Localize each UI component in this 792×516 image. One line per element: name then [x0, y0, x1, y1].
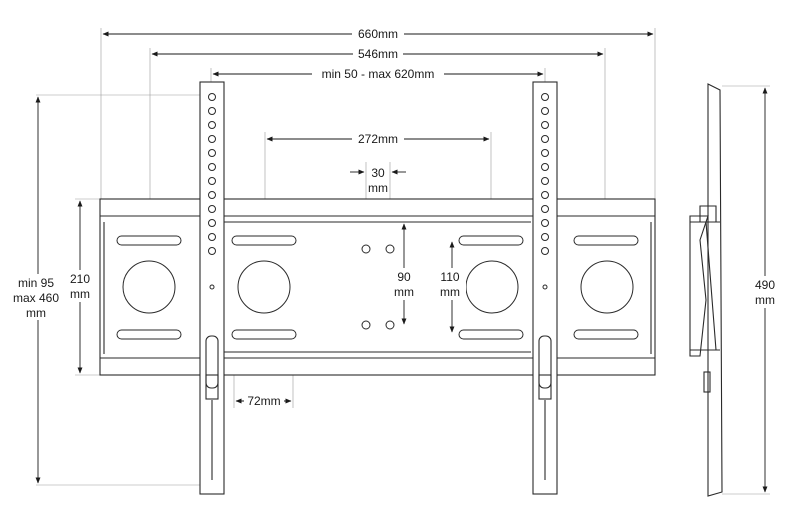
- arm-adjustment-hole: [208, 163, 216, 171]
- arm-adjustment-hole: [541, 205, 549, 213]
- plate-height-unit: mm: [70, 287, 90, 301]
- arm-adjustment-hole: [541, 191, 549, 199]
- arm-adjustment-hole: [541, 149, 549, 157]
- arm-adjustment-hole: [208, 247, 216, 255]
- arm-adjustment-hole: [541, 93, 549, 101]
- arm-height-max-label: max 460: [13, 291, 59, 305]
- plate-circles: [122, 260, 634, 314]
- hole-gap-30-label: 30: [371, 166, 385, 180]
- extension-lines: [36, 28, 770, 495]
- arm-adjustment-hole: [208, 219, 216, 227]
- arm-adjustment-hole: [208, 233, 216, 241]
- arm-adjustment-hole: [208, 149, 216, 157]
- arm-adjustment-hole: [541, 233, 549, 241]
- hole-gap-90-unit: mm: [394, 285, 414, 299]
- arm-adjustment-hole: [208, 93, 216, 101]
- arm-adjustment-hole: [541, 219, 549, 227]
- arm-adjustment-hole: [541, 163, 549, 171]
- arm-adjustment-hole: [541, 247, 549, 255]
- arm-adjustment-hole: [208, 191, 216, 199]
- slot-length-label: 72mm: [247, 394, 280, 408]
- arm-adjustment-hole: [541, 177, 549, 185]
- hole-spacing-272-label: 272mm: [358, 132, 398, 146]
- hole-gap-90-label: 90: [397, 270, 411, 284]
- arm-width-label: 546mm: [358, 47, 398, 61]
- side-height-unit: mm: [755, 293, 775, 307]
- arm-spacing-label: min 50 - max 620mm: [322, 67, 435, 81]
- arm-adjustment-hole: [541, 135, 549, 143]
- right-arm: [532, 81, 558, 495]
- overall-width-label: 660mm: [358, 27, 398, 41]
- hole-gap-110-label: 110: [440, 270, 459, 284]
- left-arm: [199, 81, 225, 495]
- wall-plate: [99, 198, 656, 376]
- arm-height-min-label: min 95: [18, 276, 54, 290]
- plate-height-label: 210: [70, 272, 90, 286]
- arm-adjustment-hole: [541, 107, 549, 115]
- hole-gap-110-unit: mm: [440, 285, 460, 299]
- arm-adjustment-hole: [208, 205, 216, 213]
- arm-adjustment-hole: [208, 177, 216, 185]
- side-height-label: 490: [755, 278, 775, 292]
- arm-adjustment-hole: [208, 135, 216, 143]
- plate-slots: [116, 235, 639, 340]
- side-profile-view: [689, 83, 723, 497]
- center-holes: [361, 244, 395, 330]
- arm-height-unit: mm: [26, 306, 46, 320]
- arm-adjustment-hole: [208, 121, 216, 129]
- arm-adjustment-hole: [208, 107, 216, 115]
- dimension-labels: 660mm 546mm min 50 - max 620mm 272mm 30 …: [10, 26, 780, 409]
- hole-gap-30-unit: mm: [368, 181, 388, 195]
- arm-adjustment-hole: [541, 121, 549, 129]
